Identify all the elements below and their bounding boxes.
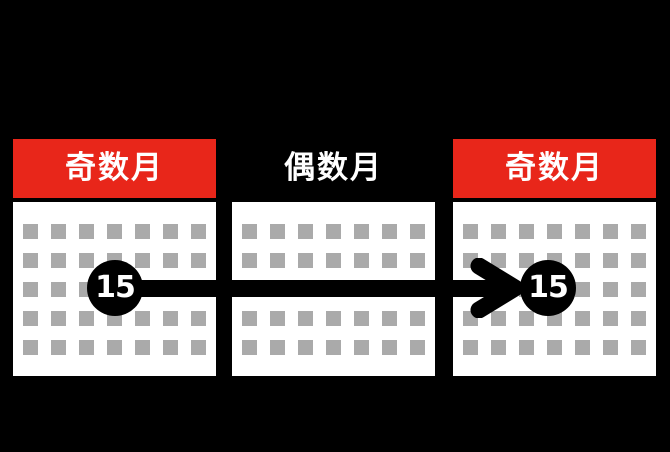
day-cell (242, 252, 257, 268)
day-cell (575, 281, 590, 297)
day-cell (519, 223, 534, 239)
day-cell (163, 223, 178, 239)
day-cell (354, 252, 369, 268)
calendar-card-even-month-middle: 偶数月 (232, 139, 435, 376)
day-cell (491, 339, 506, 355)
day-cell (23, 310, 38, 326)
calendar-header-left: 奇数月 (13, 139, 216, 198)
day-cell (382, 223, 397, 239)
day-cell (575, 223, 590, 239)
day-cell (23, 223, 38, 239)
day-cell (51, 310, 66, 326)
day-cell (191, 310, 206, 326)
day-cell (191, 339, 206, 355)
day-cell (382, 252, 397, 268)
day-cell (298, 252, 313, 268)
day-cell (23, 252, 38, 268)
day-cell (270, 252, 285, 268)
day-cell (242, 310, 257, 326)
day-cell (79, 223, 94, 239)
calendar-header-label-middle: 偶数月 (284, 150, 383, 186)
day-cell (326, 310, 341, 326)
day-cell (519, 310, 534, 326)
day-cell (603, 252, 618, 268)
day-cell (354, 223, 369, 239)
day-cell (519, 252, 534, 268)
day-cell (631, 223, 646, 239)
day-cell (410, 310, 425, 326)
day-cell (135, 310, 150, 326)
day-cell (326, 252, 341, 268)
date-badge-start-label: 15 (95, 270, 136, 305)
day-cell (51, 223, 66, 239)
day-cell (51, 339, 66, 355)
day-cell (326, 223, 341, 239)
day-cell (135, 339, 150, 355)
flow-arrow-head-icon (470, 258, 526, 318)
day-cell (163, 252, 178, 268)
day-cell (603, 223, 618, 239)
date-badge-end: 15 (520, 260, 576, 316)
calendar-card-odd-month-left: 奇数月 (13, 139, 216, 376)
day-cell (51, 252, 66, 268)
calendar-header-right: 奇数月 (453, 139, 656, 198)
day-cell (242, 223, 257, 239)
day-cell (298, 223, 313, 239)
day-cell (79, 339, 94, 355)
day-cell (270, 310, 285, 326)
date-badge-end-label: 15 (528, 270, 569, 305)
day-cell (603, 310, 618, 326)
day-cell (519, 339, 534, 355)
flow-arrow-shaft (114, 280, 500, 297)
day-cell (23, 281, 38, 297)
day-cell (603, 339, 618, 355)
day-cell (298, 310, 313, 326)
day-cell (382, 339, 397, 355)
day-cell (547, 339, 562, 355)
day-cell (463, 339, 478, 355)
day-cell (575, 339, 590, 355)
day-cell (242, 339, 257, 355)
day-cell (491, 310, 506, 326)
day-cell (298, 339, 313, 355)
day-cell (410, 223, 425, 239)
day-cell (191, 252, 206, 268)
day-cell (23, 339, 38, 355)
day-cell (354, 339, 369, 355)
day-cell (631, 339, 646, 355)
calendar-header-label-left: 奇数月 (65, 150, 164, 186)
day-cell (51, 281, 66, 297)
day-cell (79, 310, 94, 326)
day-cell (163, 310, 178, 326)
day-cell (603, 281, 618, 297)
day-cell (135, 252, 150, 268)
day-cell (382, 310, 397, 326)
day-cell (163, 339, 178, 355)
day-cell (270, 339, 285, 355)
day-cell (326, 339, 341, 355)
day-cell (354, 310, 369, 326)
day-cell (631, 310, 646, 326)
day-cell (410, 252, 425, 268)
day-cell (270, 223, 285, 239)
day-cell (79, 252, 94, 268)
calendar-header-middle: 偶数月 (232, 139, 435, 198)
day-cell (107, 339, 122, 355)
day-cell (575, 310, 590, 326)
day-cell (491, 223, 506, 239)
calendar-header-label-right: 奇数月 (505, 150, 604, 186)
day-cell (410, 339, 425, 355)
day-cell (631, 252, 646, 268)
day-cell (631, 281, 646, 297)
day-cell (491, 252, 506, 268)
day-cell (191, 223, 206, 239)
day-cell (463, 223, 478, 239)
day-cell (575, 252, 590, 268)
day-cell (135, 223, 150, 239)
day-cell (107, 223, 122, 239)
day-cell (547, 223, 562, 239)
date-badge-start: 15 (87, 260, 143, 316)
